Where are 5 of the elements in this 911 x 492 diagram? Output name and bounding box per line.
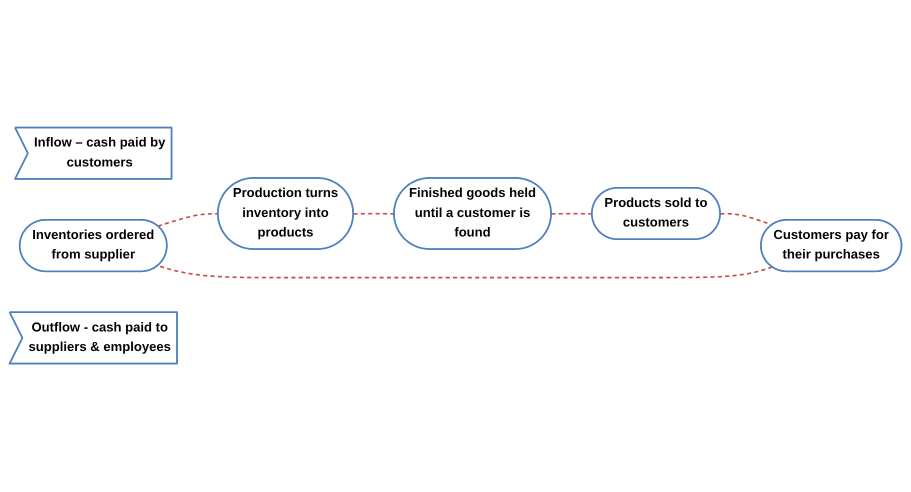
connector (720, 213, 772, 226)
connector (158, 213, 218, 228)
connector (158, 265, 772, 279)
connector (354, 213, 394, 216)
connector (551, 213, 592, 216)
